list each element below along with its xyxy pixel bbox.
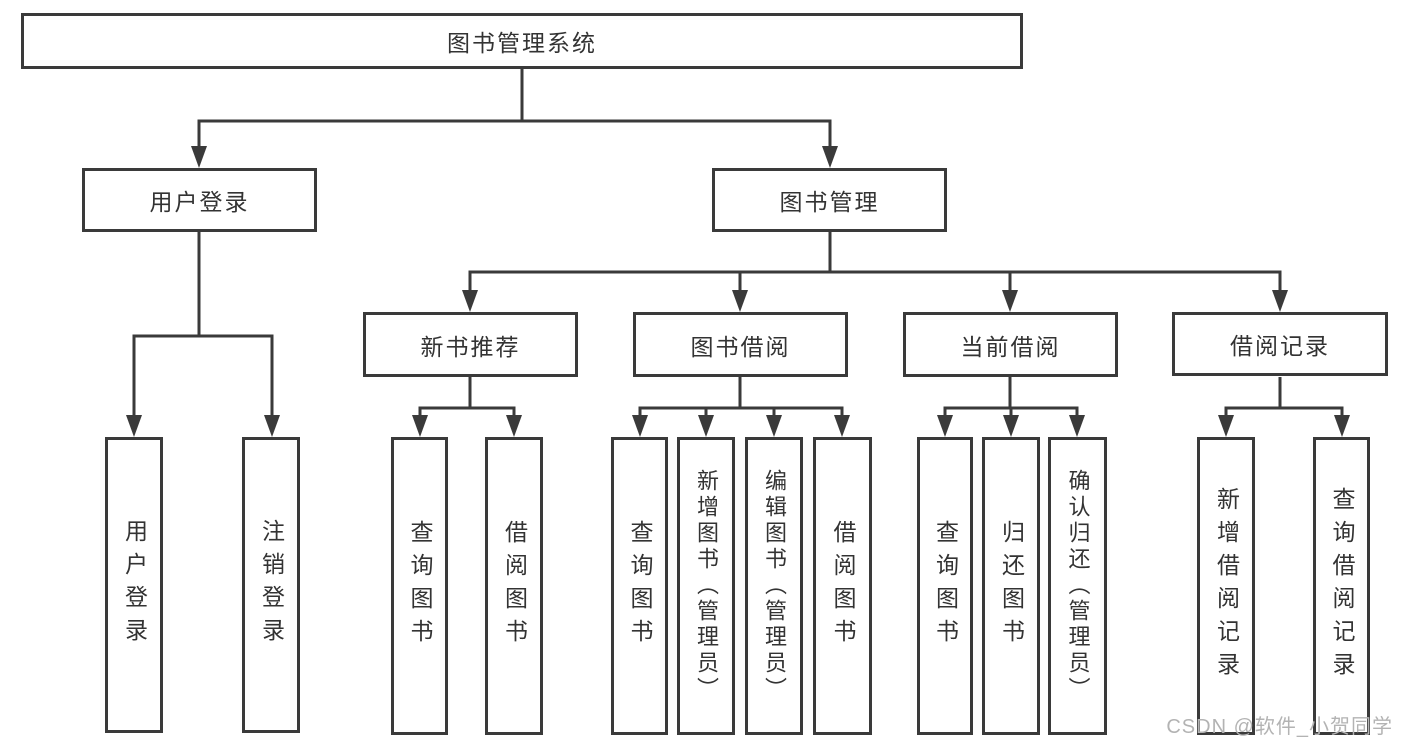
leaf-current-query-books-label: 查询图书 bbox=[932, 520, 959, 652]
node-book-management-system: 图书管理系统 bbox=[21, 13, 1023, 69]
edge-current-borrow-to-leaves bbox=[943, 377, 1079, 420]
leaf-borrow-add-books-admin-label: 新增图书（管理员） bbox=[694, 469, 719, 703]
leaf-current-query-books: 查询图书 bbox=[917, 437, 973, 735]
leaf-newbook-borrow-books-label: 借阅图书 bbox=[501, 520, 528, 652]
edge-new-book-to-leaves bbox=[418, 377, 516, 420]
leaf-records-add-record-label: 新增借阅记录 bbox=[1213, 487, 1240, 685]
leaf-borrow-edit-books-admin: 编辑图书（管理员） bbox=[745, 437, 803, 735]
edge-book-management-to-level3 bbox=[468, 232, 1282, 295]
node-new-book-recommend: 新书推荐 bbox=[363, 312, 578, 377]
leaf-records-query-record: 查询借阅记录 bbox=[1313, 437, 1370, 735]
leaf-user-login-label: 用户登录 bbox=[121, 519, 148, 651]
leaf-borrow-borrow-books: 借阅图书 bbox=[813, 437, 872, 735]
leaf-user-login: 用户登录 bbox=[105, 437, 163, 733]
leaf-current-return-books: 归还图书 bbox=[982, 437, 1040, 735]
leaf-borrow-query-books: 查询图书 bbox=[611, 437, 668, 735]
node-book-management: 图书管理 bbox=[712, 168, 947, 232]
node-book-borrowing: 图书借阅 bbox=[633, 312, 848, 377]
edge-book-borrow-to-leaves bbox=[638, 377, 844, 420]
watermark: CSDN @软件_小贺同学 bbox=[1166, 716, 1393, 738]
edge-root-to-level2 bbox=[197, 68, 832, 150]
leaf-borrow-edit-books-admin-label: 编辑图书（管理员） bbox=[762, 469, 787, 703]
leaf-records-add-record: 新增借阅记录 bbox=[1197, 437, 1255, 735]
leaf-current-confirm-return-admin: 确认归还（管理员） bbox=[1048, 437, 1107, 735]
leaf-logout: 注销登录 bbox=[242, 437, 300, 733]
edge-records-to-leaves bbox=[1224, 377, 1344, 420]
leaf-logout-label: 注销登录 bbox=[258, 519, 285, 651]
leaf-current-return-books-label: 归还图书 bbox=[998, 520, 1025, 652]
leaf-records-query-record-label: 查询借阅记录 bbox=[1329, 487, 1355, 685]
leaf-newbook-borrow-books: 借阅图书 bbox=[485, 437, 543, 735]
leaf-borrow-add-books-admin: 新增图书（管理员） bbox=[677, 437, 735, 735]
leaf-borrow-borrow-books-label: 借阅图书 bbox=[830, 520, 856, 652]
node-borrowing-records: 借阅记录 bbox=[1172, 312, 1388, 376]
node-user-login: 用户登录 bbox=[82, 168, 317, 232]
leaf-borrow-query-books-label: 查询图书 bbox=[627, 520, 653, 652]
leaf-newbook-query-books-label: 查询图书 bbox=[407, 520, 433, 652]
edge-user-login-to-leaves bbox=[132, 232, 274, 420]
leaf-current-confirm-return-admin-label: 确认归还（管理员） bbox=[1065, 469, 1091, 703]
arrowheads bbox=[126, 146, 1350, 437]
leaf-newbook-query-books: 查询图书 bbox=[391, 437, 448, 735]
node-current-borrowing: 当前借阅 bbox=[903, 312, 1118, 377]
